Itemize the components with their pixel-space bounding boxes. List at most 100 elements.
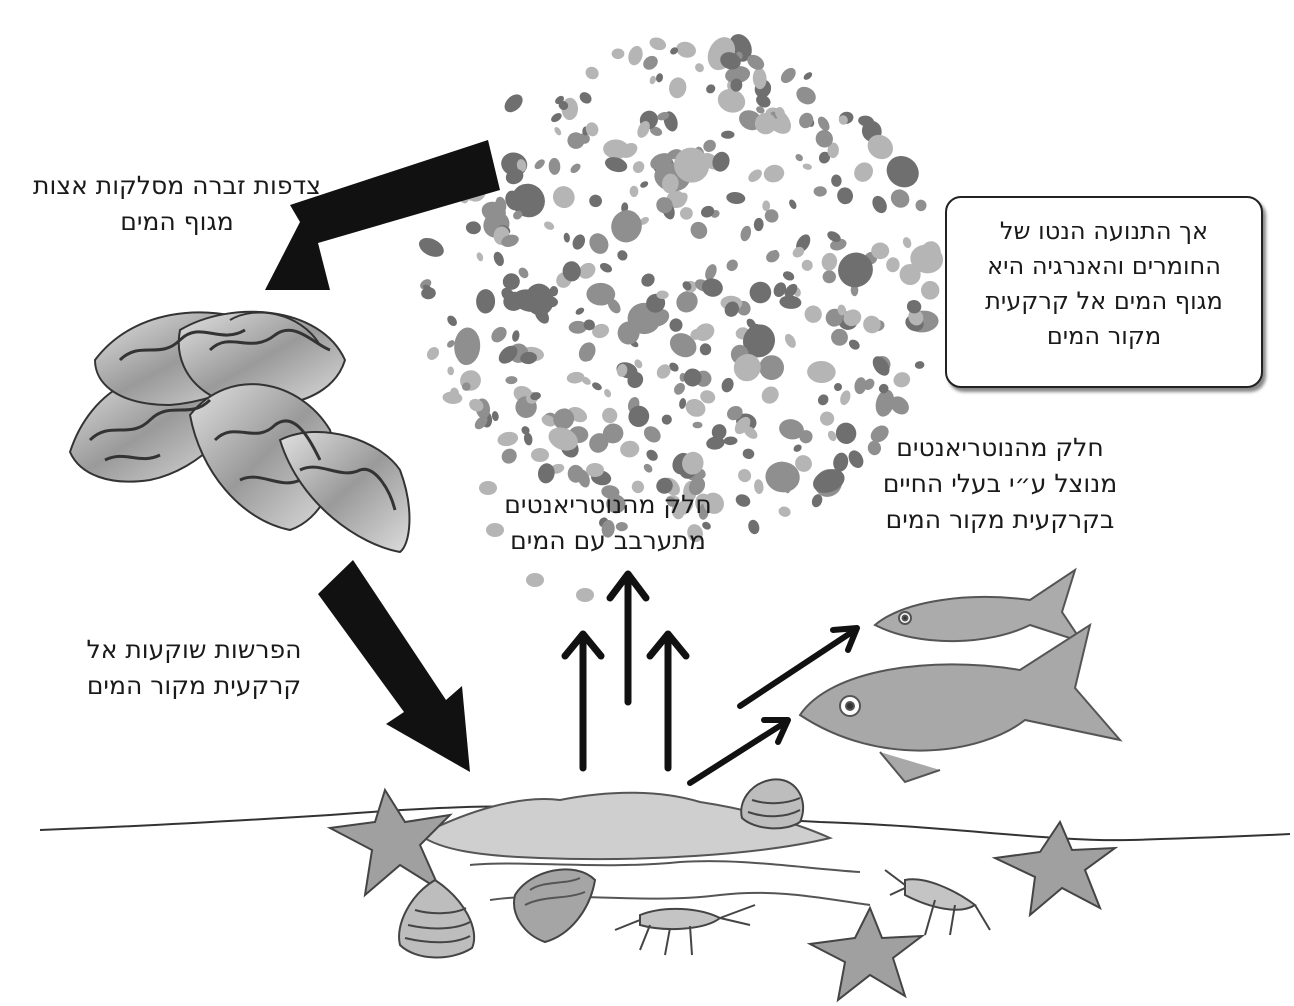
algae-particle (476, 289, 495, 314)
algae-particle (816, 392, 831, 407)
algae-particle (817, 409, 836, 428)
algae-particle (537, 462, 557, 485)
algae-particle (679, 206, 693, 220)
algae-particle (753, 218, 763, 232)
mussel-cluster-icon (70, 312, 409, 552)
algae-particle (746, 167, 764, 185)
algae-particle (687, 219, 710, 243)
algae-particle (860, 312, 884, 337)
algae-particle (586, 230, 612, 258)
clam-icon (514, 869, 595, 942)
algae-particle (747, 519, 761, 536)
algae-particle (511, 330, 520, 343)
algae-particle (847, 338, 862, 352)
algae-particle (492, 250, 506, 267)
algae-particle (591, 381, 603, 392)
algae-particle (781, 269, 795, 282)
label-line: צדפות זברה מסלקות אצות (18, 168, 336, 204)
algae-particle (726, 191, 746, 205)
algae-particle (563, 232, 571, 243)
excretions-sink-label: הפרשות שוקעות אל קרקעית מקור המים (64, 632, 324, 704)
algae-particle (915, 199, 927, 212)
algae-particle (850, 159, 877, 186)
algae-particle (649, 75, 658, 85)
algae-particle (745, 277, 776, 308)
algae-particle (639, 271, 658, 290)
label-line: חלק מהנוטריאנטים (478, 487, 738, 523)
callout-line: אך התנועה הנטו של (947, 214, 1261, 249)
algae-particle (416, 234, 447, 260)
algae-particle (603, 388, 613, 399)
algae-particle (586, 463, 604, 477)
label-line: חלק מהנוטריאנטים (855, 430, 1145, 466)
algae-particle (833, 382, 843, 392)
algae-particle (762, 163, 786, 185)
algae-particle (655, 73, 664, 84)
algae-particle (641, 423, 664, 446)
algae-particle (777, 505, 791, 518)
algae-particle (887, 186, 913, 212)
algae-particle (802, 71, 813, 82)
algae-particle (758, 383, 782, 407)
fish-icon (875, 570, 1082, 642)
algae-particle (792, 443, 803, 453)
algae-particle (672, 381, 687, 397)
starfish-icon (995, 822, 1115, 915)
algae-particle (660, 413, 674, 427)
algae-particle (465, 221, 481, 235)
algae-particle (574, 306, 585, 316)
algae-particle (801, 302, 825, 326)
algae-particle (710, 149, 732, 173)
algae-particle (667, 76, 688, 100)
algae-particle (642, 462, 654, 474)
label-line: מתערבב עם המים (478, 523, 738, 559)
algae-particle (836, 186, 855, 206)
algae-particle (807, 361, 836, 384)
algae-particle (549, 111, 563, 124)
algae-particle (724, 436, 738, 445)
algae-particle (588, 194, 603, 209)
algae-particle (794, 152, 804, 162)
algae-particle (612, 49, 625, 60)
algae-particle (901, 236, 912, 249)
algae-particle (891, 370, 912, 389)
algae-particle (814, 186, 827, 197)
crayfish-icon (615, 905, 755, 955)
algae-particle (764, 248, 782, 265)
label-line: מנוצל ע״י בעלי החיים (855, 466, 1145, 502)
algae-particle (735, 466, 753, 485)
algae-particle (445, 314, 459, 328)
algae-particle (783, 332, 798, 350)
algae-particle (577, 90, 593, 106)
net-movement-callout: אך התנועה הנטו של החומרים והאנרגיה היא מ… (945, 196, 1263, 388)
label-line: מגוף המים (18, 204, 336, 240)
callout-line: מקור המים (947, 319, 1261, 354)
algae-particle (640, 53, 660, 73)
algae-particle (523, 281, 557, 318)
crayfish-icon (885, 870, 990, 935)
algae-particle (699, 343, 711, 356)
algae-particle (793, 83, 819, 108)
algae-particle (598, 261, 613, 274)
algae-particle (644, 448, 660, 464)
algae-particle (531, 448, 549, 462)
algae-particle (853, 376, 867, 395)
algae-particle (501, 91, 526, 116)
algae-particle (820, 252, 838, 272)
algae-particle (648, 35, 668, 52)
algae-particle (607, 206, 646, 246)
algae-particle (615, 248, 629, 262)
algae-particle (570, 232, 587, 251)
algae-particle (626, 44, 645, 67)
algae-particle (619, 440, 640, 459)
algae-particle (885, 256, 900, 273)
nutrients-mix-label: חלק מהנוטריאנטים מתערבב עם המים (478, 487, 738, 559)
snail-shell-icon (741, 779, 803, 828)
algae-particle (779, 295, 802, 310)
label-line: בקרקעית מקור המים (855, 502, 1145, 538)
mussels-filter-label: צדפות זברה מסלקות אצות מגוף המים (18, 168, 336, 240)
algae-particle (600, 406, 619, 425)
callout-line: מגוף המים אל קרקעית (947, 284, 1261, 319)
algae-particle (499, 446, 520, 467)
algae-particle (870, 193, 890, 215)
